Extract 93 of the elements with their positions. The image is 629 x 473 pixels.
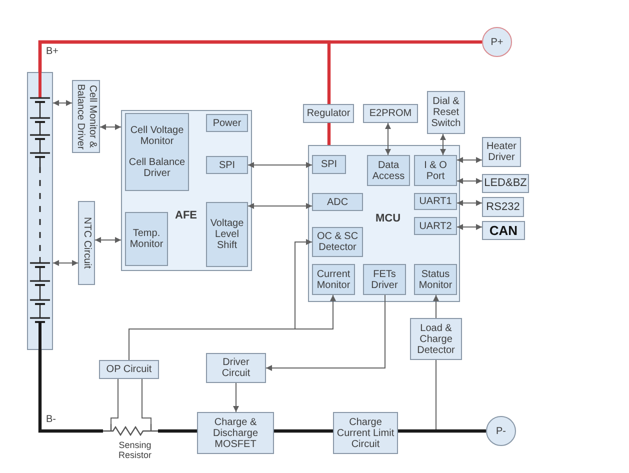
block-box — [482, 221, 525, 240]
block-label: UART1 — [419, 196, 452, 207]
resistor-symbol — [103, 424, 158, 438]
connector-line — [142, 378, 152, 424]
block-label: Status Monitor — [418, 268, 454, 290]
double-arrow — [248, 162, 312, 168]
double-arrow — [52, 100, 72, 106]
double-arrow — [100, 124, 122, 130]
block-label: Power — [212, 118, 242, 128]
module-panel — [308, 145, 460, 302]
block-box — [363, 104, 418, 123]
connector-line — [38, 350, 103, 433]
double-arrow — [385, 122, 391, 156]
block-label: I & O Port — [423, 160, 448, 182]
connector-line — [158, 429, 197, 433]
double-arrow — [456, 200, 482, 206]
block-box — [303, 104, 354, 123]
block-label: Driver Circuit — [220, 357, 252, 379]
module-title: MCU — [375, 214, 401, 224]
block-label: RS232 — [486, 200, 520, 214]
block-box — [414, 155, 457, 186]
part-label: Sensing Resistor — [117, 440, 152, 460]
block-label: Load & Charge Detector — [416, 322, 456, 356]
block-box — [363, 264, 406, 295]
module-title: AFE — [175, 210, 197, 222]
double-arrow — [456, 157, 482, 163]
connector-line — [327, 123, 331, 145]
arrow — [433, 294, 439, 318]
block-label: LED&BZ — [484, 177, 527, 190]
block-box — [427, 91, 465, 134]
block-box — [312, 193, 363, 211]
block-box — [482, 174, 529, 193]
terminal-label: P- — [496, 426, 506, 436]
double-arrow — [248, 203, 312, 209]
double-arrow — [456, 178, 482, 184]
double-arrow — [440, 134, 446, 156]
connector-line — [110, 378, 118, 424]
connector-line — [38, 40, 331, 104]
block-label: Cell Monitor & Balance Driver — [74, 82, 98, 151]
block-box — [78, 201, 95, 285]
block-box — [125, 212, 168, 266]
block-box — [99, 360, 159, 379]
block-box — [312, 264, 355, 295]
block-box — [482, 197, 524, 217]
block-box — [206, 156, 248, 174]
block-label: CAN — [489, 223, 518, 238]
block-box — [414, 264, 457, 295]
rail-label: B+ — [46, 46, 59, 57]
terminal-circle — [486, 416, 516, 446]
block-label: SPI — [218, 160, 236, 170]
arrow — [266, 294, 386, 371]
block-label: Cell Voltage Monitor — [129, 124, 185, 147]
block-label: Temp. Monitor — [128, 228, 164, 250]
block-label: Charge Current Limit Circuit — [336, 416, 396, 450]
block-label: E2PROM — [369, 108, 412, 119]
block-box — [206, 114, 248, 132]
block-box — [197, 412, 274, 454]
battery-pack — [27, 72, 53, 350]
block-label: ADC — [326, 196, 348, 208]
block-label: OP Circuit — [106, 364, 152, 375]
double-arrow — [94, 237, 122, 243]
block-label: FETs Driver — [370, 268, 399, 290]
block-box — [206, 353, 266, 383]
rail-label: B- — [46, 414, 56, 425]
block-box — [312, 155, 346, 174]
block-label: Data Access — [371, 160, 406, 182]
double-arrow — [52, 260, 78, 266]
block-box — [125, 113, 189, 191]
connector-line — [274, 429, 333, 433]
block-box — [410, 318, 462, 360]
block-label: NTC Circuit — [80, 217, 92, 269]
block-box — [206, 202, 248, 267]
block-label: OC & SC Detector — [316, 231, 360, 253]
connector-line — [436, 429, 486, 433]
block-box — [414, 193, 457, 210]
connector-line — [398, 429, 436, 433]
double-arrow — [456, 224, 482, 230]
block-label: SPI — [320, 159, 338, 170]
terminal-circle — [482, 27, 512, 57]
block-label: Cell Balance Driver — [128, 157, 186, 180]
block-label: Regulator — [306, 108, 350, 119]
block-box — [367, 155, 410, 186]
block-box — [414, 217, 457, 235]
block-label: Heater Driver — [485, 141, 518, 163]
block-label: Voltage Level Shift — [209, 218, 245, 251]
terminal-label: P+ — [490, 36, 504, 48]
arrow — [128, 294, 336, 360]
arrow — [233, 382, 239, 412]
block-label: UART2 — [419, 220, 452, 232]
block-label: Charge & Discharge MOSFET — [212, 416, 260, 450]
block-label: Dial & Reset Switch — [430, 96, 462, 129]
block-label: Current Monitor — [316, 268, 352, 290]
module-panel — [121, 110, 252, 271]
